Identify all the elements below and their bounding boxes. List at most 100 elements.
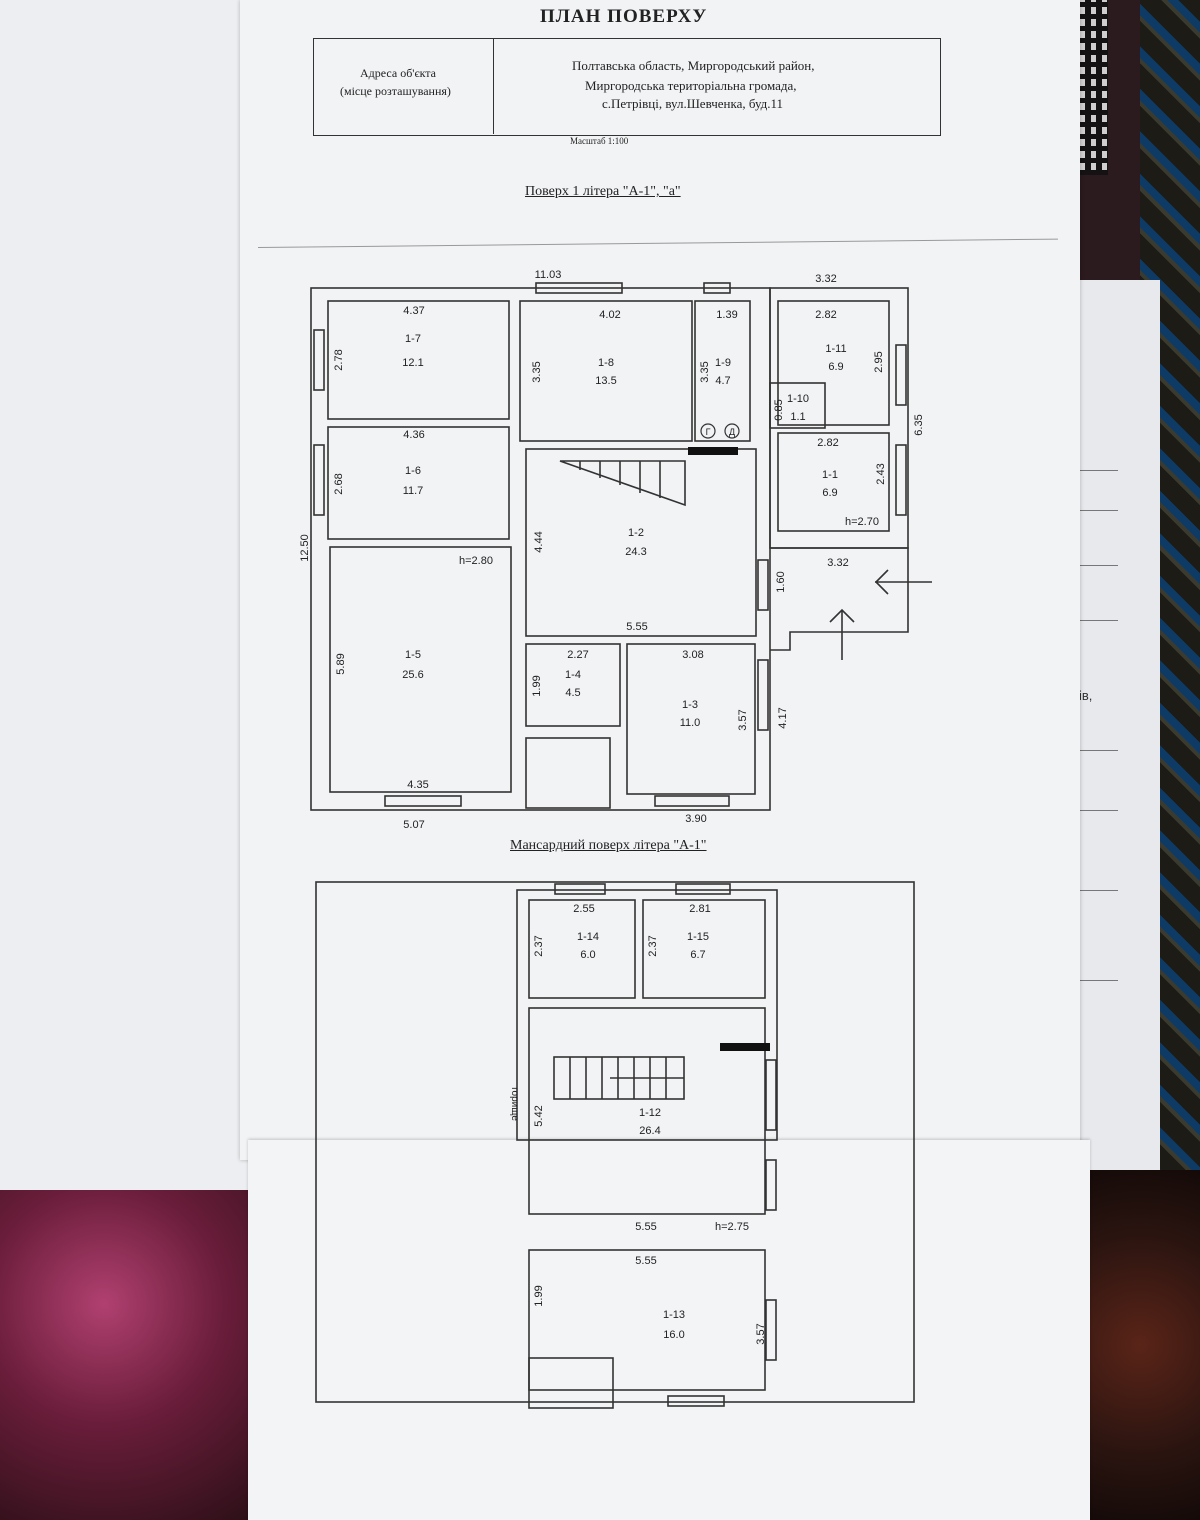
room-id: 1-11 <box>825 343 846 355</box>
attic-label: горище <box>509 1087 520 1121</box>
dimension-label: h=2.75 <box>715 1221 749 1233</box>
room-area: 12.1 <box>402 357 423 369</box>
floor1-symbols <box>688 423 740 455</box>
back-sheet-line <box>1070 980 1118 981</box>
room-area: 1.1 <box>790 411 805 423</box>
address-line: Миргородська територіальна громада, <box>585 78 797 93</box>
room-id: 1-5 <box>405 649 421 661</box>
floor1-walls <box>310 282 932 811</box>
dimension-label: 5.55 <box>635 1221 656 1233</box>
back-sheet-line <box>1070 470 1118 471</box>
floor2-title: Мансардний поверх літера "А-1" <box>510 838 707 853</box>
fabric-background-left <box>0 1160 260 1520</box>
dimension-label: 2.78 <box>333 349 345 370</box>
left-sheet <box>0 0 262 1190</box>
dimension-label: 5.55 <box>626 621 647 633</box>
address-line: Полтавська область, Миргородський район, <box>572 58 815 73</box>
room-id: 1-14 <box>577 931 599 943</box>
dimension-label: 2.43 <box>875 463 887 484</box>
dimension-label: 2.82 <box>815 309 836 321</box>
dimension-label: 5.55 <box>635 1255 656 1267</box>
back-sheet-line <box>1070 810 1118 811</box>
dimension-label: 5.07 <box>403 819 424 831</box>
dimension-label: 2.81 <box>689 903 710 915</box>
address-table <box>313 38 941 136</box>
room-area: 25.6 <box>402 669 423 681</box>
room-area: 11.7 <box>403 485 424 497</box>
back-sheet-line <box>1070 510 1118 511</box>
dimension-label: 1.99 <box>533 1285 545 1306</box>
back-sheet-line <box>1070 890 1118 891</box>
dimension-label: 2.95 <box>873 351 885 372</box>
room-area: 6.0 <box>580 949 595 961</box>
dimension-label: 11.03 <box>535 269 562 281</box>
dimension-label: 12.50 <box>299 534 311 562</box>
dimension-label: 2.55 <box>573 903 594 915</box>
dimension-label: 3.57 <box>737 709 749 730</box>
dimension-label: 1.99 <box>531 675 543 696</box>
room-area: 11.0 <box>680 717 701 729</box>
page-title: ПЛАН ПОВЕРХУ <box>540 6 708 27</box>
dimension-label: 2.68 <box>333 473 345 494</box>
dimension-label: 4.37 <box>403 305 424 317</box>
room-id: 1-2 <box>628 527 644 539</box>
dimension-label: 1.39 <box>716 309 737 321</box>
plan-sheet-folded-part <box>248 1140 1090 1520</box>
dimension-label: 2.27 <box>567 649 588 661</box>
dimension-label: 0.85 <box>773 399 785 420</box>
room-area: 6.9 <box>822 487 837 499</box>
floor1-title: Поверх 1 літера "А-1", "а" <box>525 184 681 199</box>
dimension-label: 4.44 <box>533 531 545 552</box>
dimension-label: 4.36 <box>403 429 424 441</box>
room-area: 24.3 <box>625 546 646 558</box>
room-id: 1-8 <box>598 357 614 369</box>
room-id: 1-7 <box>405 333 421 345</box>
room-id: 1-13 <box>663 1309 685 1321</box>
dimension-label: h=2.80 <box>459 555 493 567</box>
dimension-label: 5.89 <box>335 653 347 674</box>
dimension-label: 4.35 <box>407 779 428 791</box>
fabric-background-bottom <box>1080 1170 1200 1520</box>
plan-sheet <box>240 0 1080 1160</box>
dimension-label: 6.35 <box>913 414 925 435</box>
back-sheet-line <box>1070 750 1118 751</box>
room-area: 4.5 <box>565 687 580 699</box>
dimension-label: 2.37 <box>533 935 545 956</box>
dimension-label: 3.90 <box>685 813 706 825</box>
room-id: 1-9 <box>715 357 731 369</box>
room-id: 1-4 <box>565 669 581 681</box>
dimension-label: 5.42 <box>533 1105 545 1126</box>
room-id: 1-12 <box>639 1107 661 1119</box>
room-id: 1-15 <box>687 931 709 943</box>
room-id: 1-3 <box>682 699 698 711</box>
dimension-label: 4.02 <box>599 309 620 321</box>
dimension-label: 2.82 <box>817 437 838 449</box>
floor2-walls <box>315 881 915 1409</box>
dimension-label: h=2.70 <box>845 516 879 528</box>
scale-label: Масштаб 1:100 <box>570 136 629 146</box>
symbol-label: Г <box>706 427 711 437</box>
symbol-label: Д <box>729 427 735 437</box>
dimension-label: 2.37 <box>647 935 659 956</box>
dimension-label: 3.35 <box>699 361 711 382</box>
room-id: 1-1 <box>822 469 838 481</box>
room-area: 16.0 <box>663 1329 684 1341</box>
dimension-label: 3.32 <box>827 557 848 569</box>
back-sheet-line <box>1070 620 1118 621</box>
dimension-label: 1.60 <box>775 571 787 592</box>
back-sheet-line <box>1070 565 1118 566</box>
room-area: 13.5 <box>595 375 616 387</box>
dimension-label: 3.35 <box>531 361 543 382</box>
address-table-divider <box>493 38 494 134</box>
room-area: 6.7 <box>690 949 705 961</box>
room-id: 1-6 <box>405 465 421 477</box>
address-label-note: (місце розташування) <box>340 84 451 98</box>
dimension-label: 3.57 <box>755 1323 767 1344</box>
dimension-label: 3.32 <box>815 273 836 285</box>
dimension-label: 3.08 <box>682 649 703 661</box>
room-area: 4.7 <box>715 375 730 387</box>
address-line: с.Петрівці, вул.Шевченка, буд.11 <box>602 96 784 111</box>
room-id: 1-10 <box>787 393 809 405</box>
floor2-chimney-symbol <box>720 1043 770 1051</box>
room-area: 6.9 <box>828 361 843 373</box>
